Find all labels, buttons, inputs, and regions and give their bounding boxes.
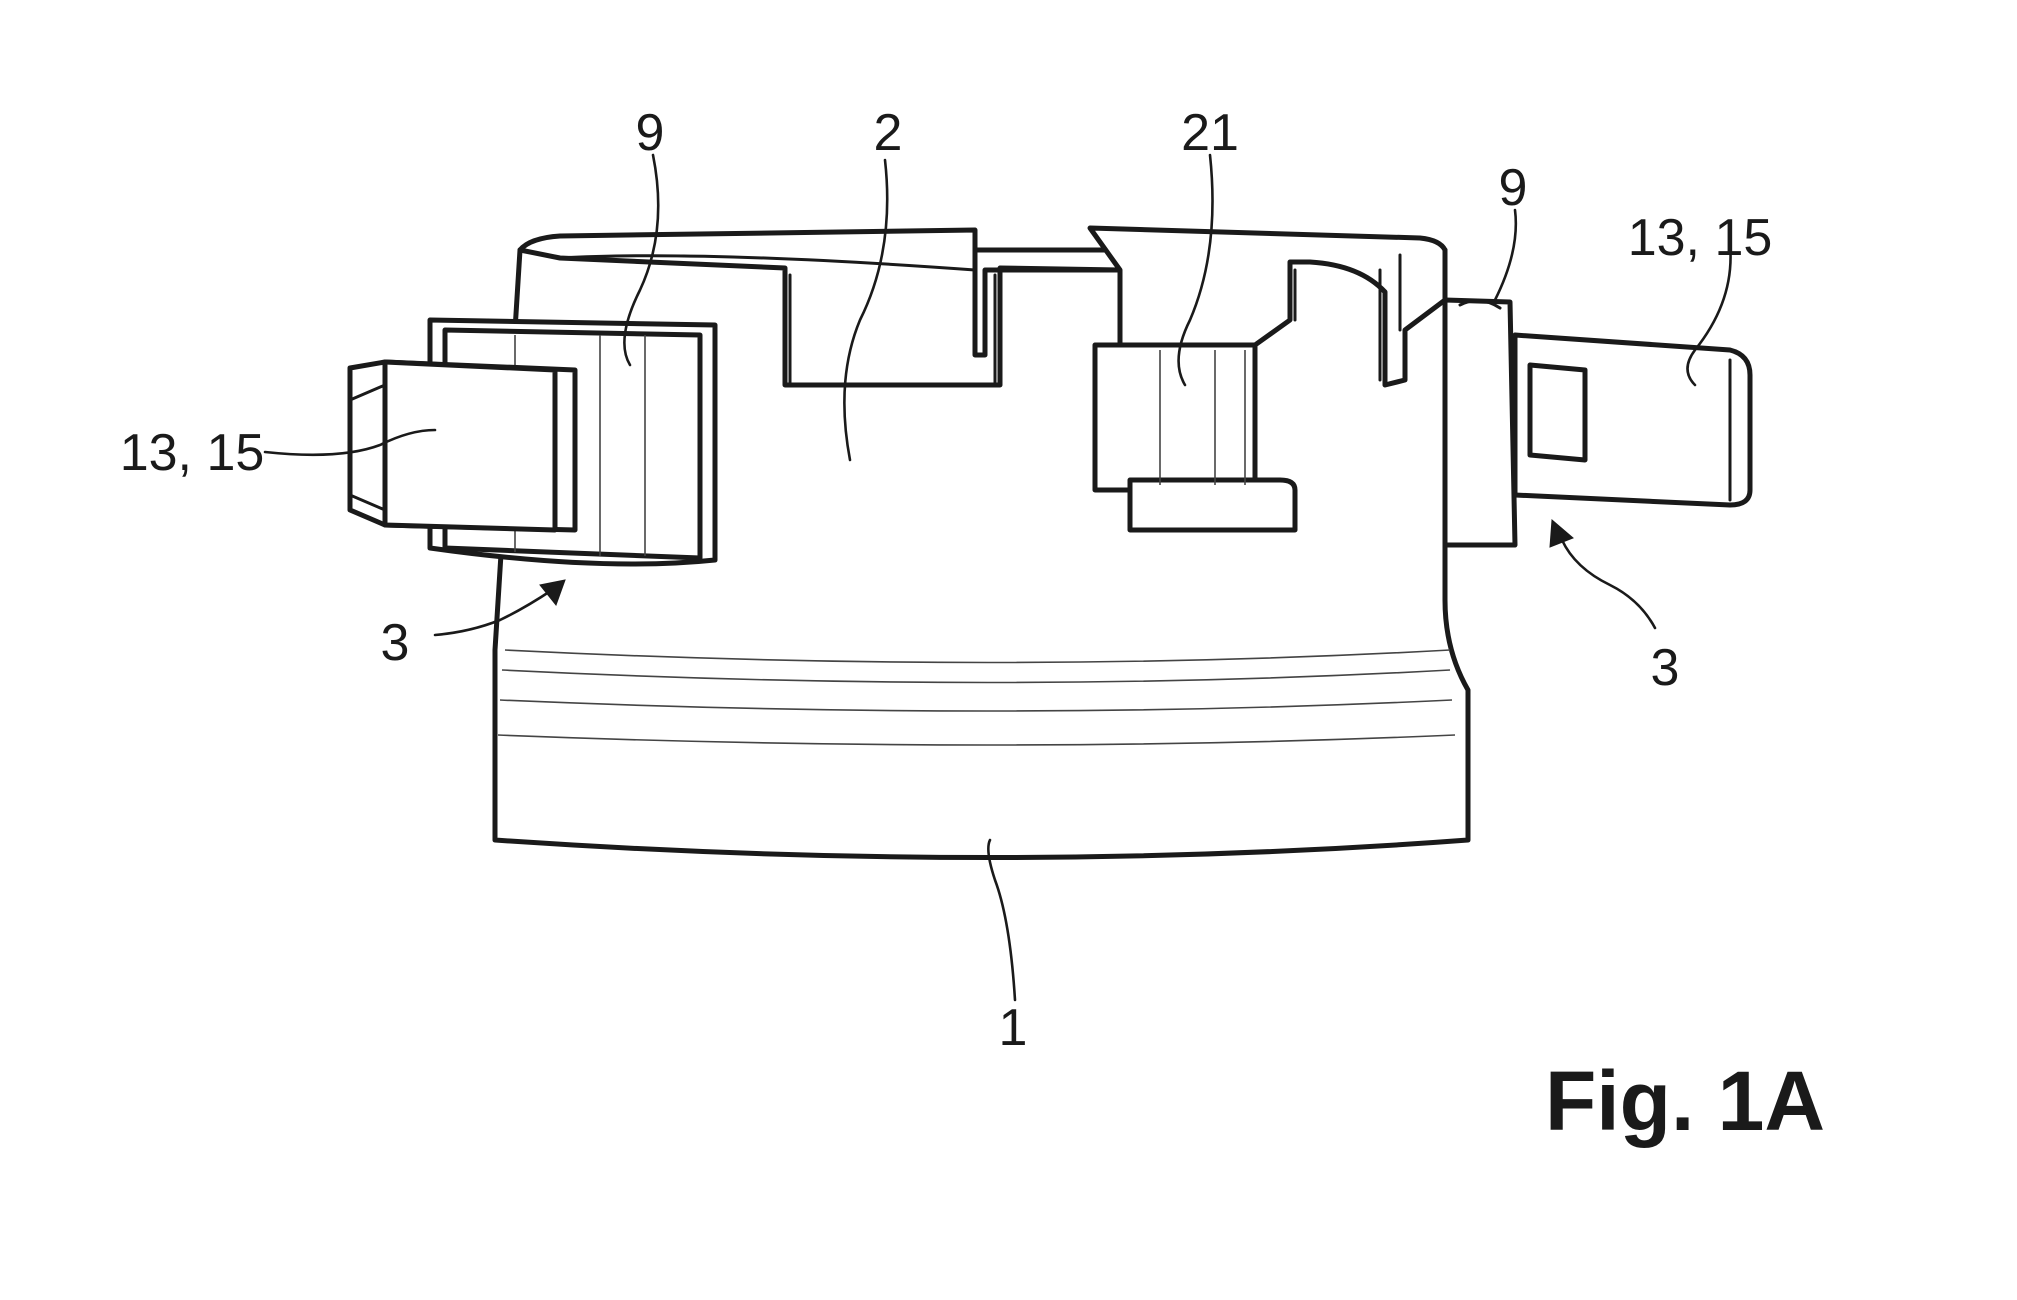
reference-numerals: 9 2 21 9 13, 15 13, 15 3 3 1 bbox=[120, 104, 1773, 1057]
label-collar-right: 9 bbox=[1499, 159, 1528, 217]
arrowhead-3-left bbox=[539, 579, 566, 607]
leader-13-15-right bbox=[1686, 243, 1732, 387]
arrowhead-3-right bbox=[1549, 518, 1574, 548]
label-clip-right: 3 bbox=[1651, 639, 1680, 697]
right-clip bbox=[1442, 297, 1753, 548]
label-collar-left: 9 bbox=[636, 104, 665, 162]
latch-element bbox=[1092, 342, 1298, 533]
leader-1 bbox=[987, 838, 1017, 1002]
label-tongue-left: 13, 15 bbox=[120, 424, 265, 482]
leader-2 bbox=[843, 158, 889, 462]
leader-lines bbox=[263, 153, 1732, 1002]
label-housing: 1 bbox=[999, 999, 1028, 1057]
leader-21 bbox=[1177, 153, 1214, 387]
label-upper-part: 2 bbox=[874, 104, 903, 162]
left-clip bbox=[347, 317, 718, 567]
leader-9-left bbox=[623, 153, 660, 367]
label-latch: 21 bbox=[1181, 104, 1239, 162]
upper-ring bbox=[517, 225, 1448, 388]
label-clip-left: 3 bbox=[381, 614, 410, 672]
leader-3-left bbox=[433, 588, 554, 637]
figure-caption: Fig. 1A bbox=[1545, 1054, 1825, 1148]
leader-3-right bbox=[1560, 538, 1657, 630]
leader-9-right bbox=[1493, 208, 1518, 302]
leader-13-15-left bbox=[263, 428, 437, 457]
label-tongue-right: 13, 15 bbox=[1628, 209, 1773, 267]
